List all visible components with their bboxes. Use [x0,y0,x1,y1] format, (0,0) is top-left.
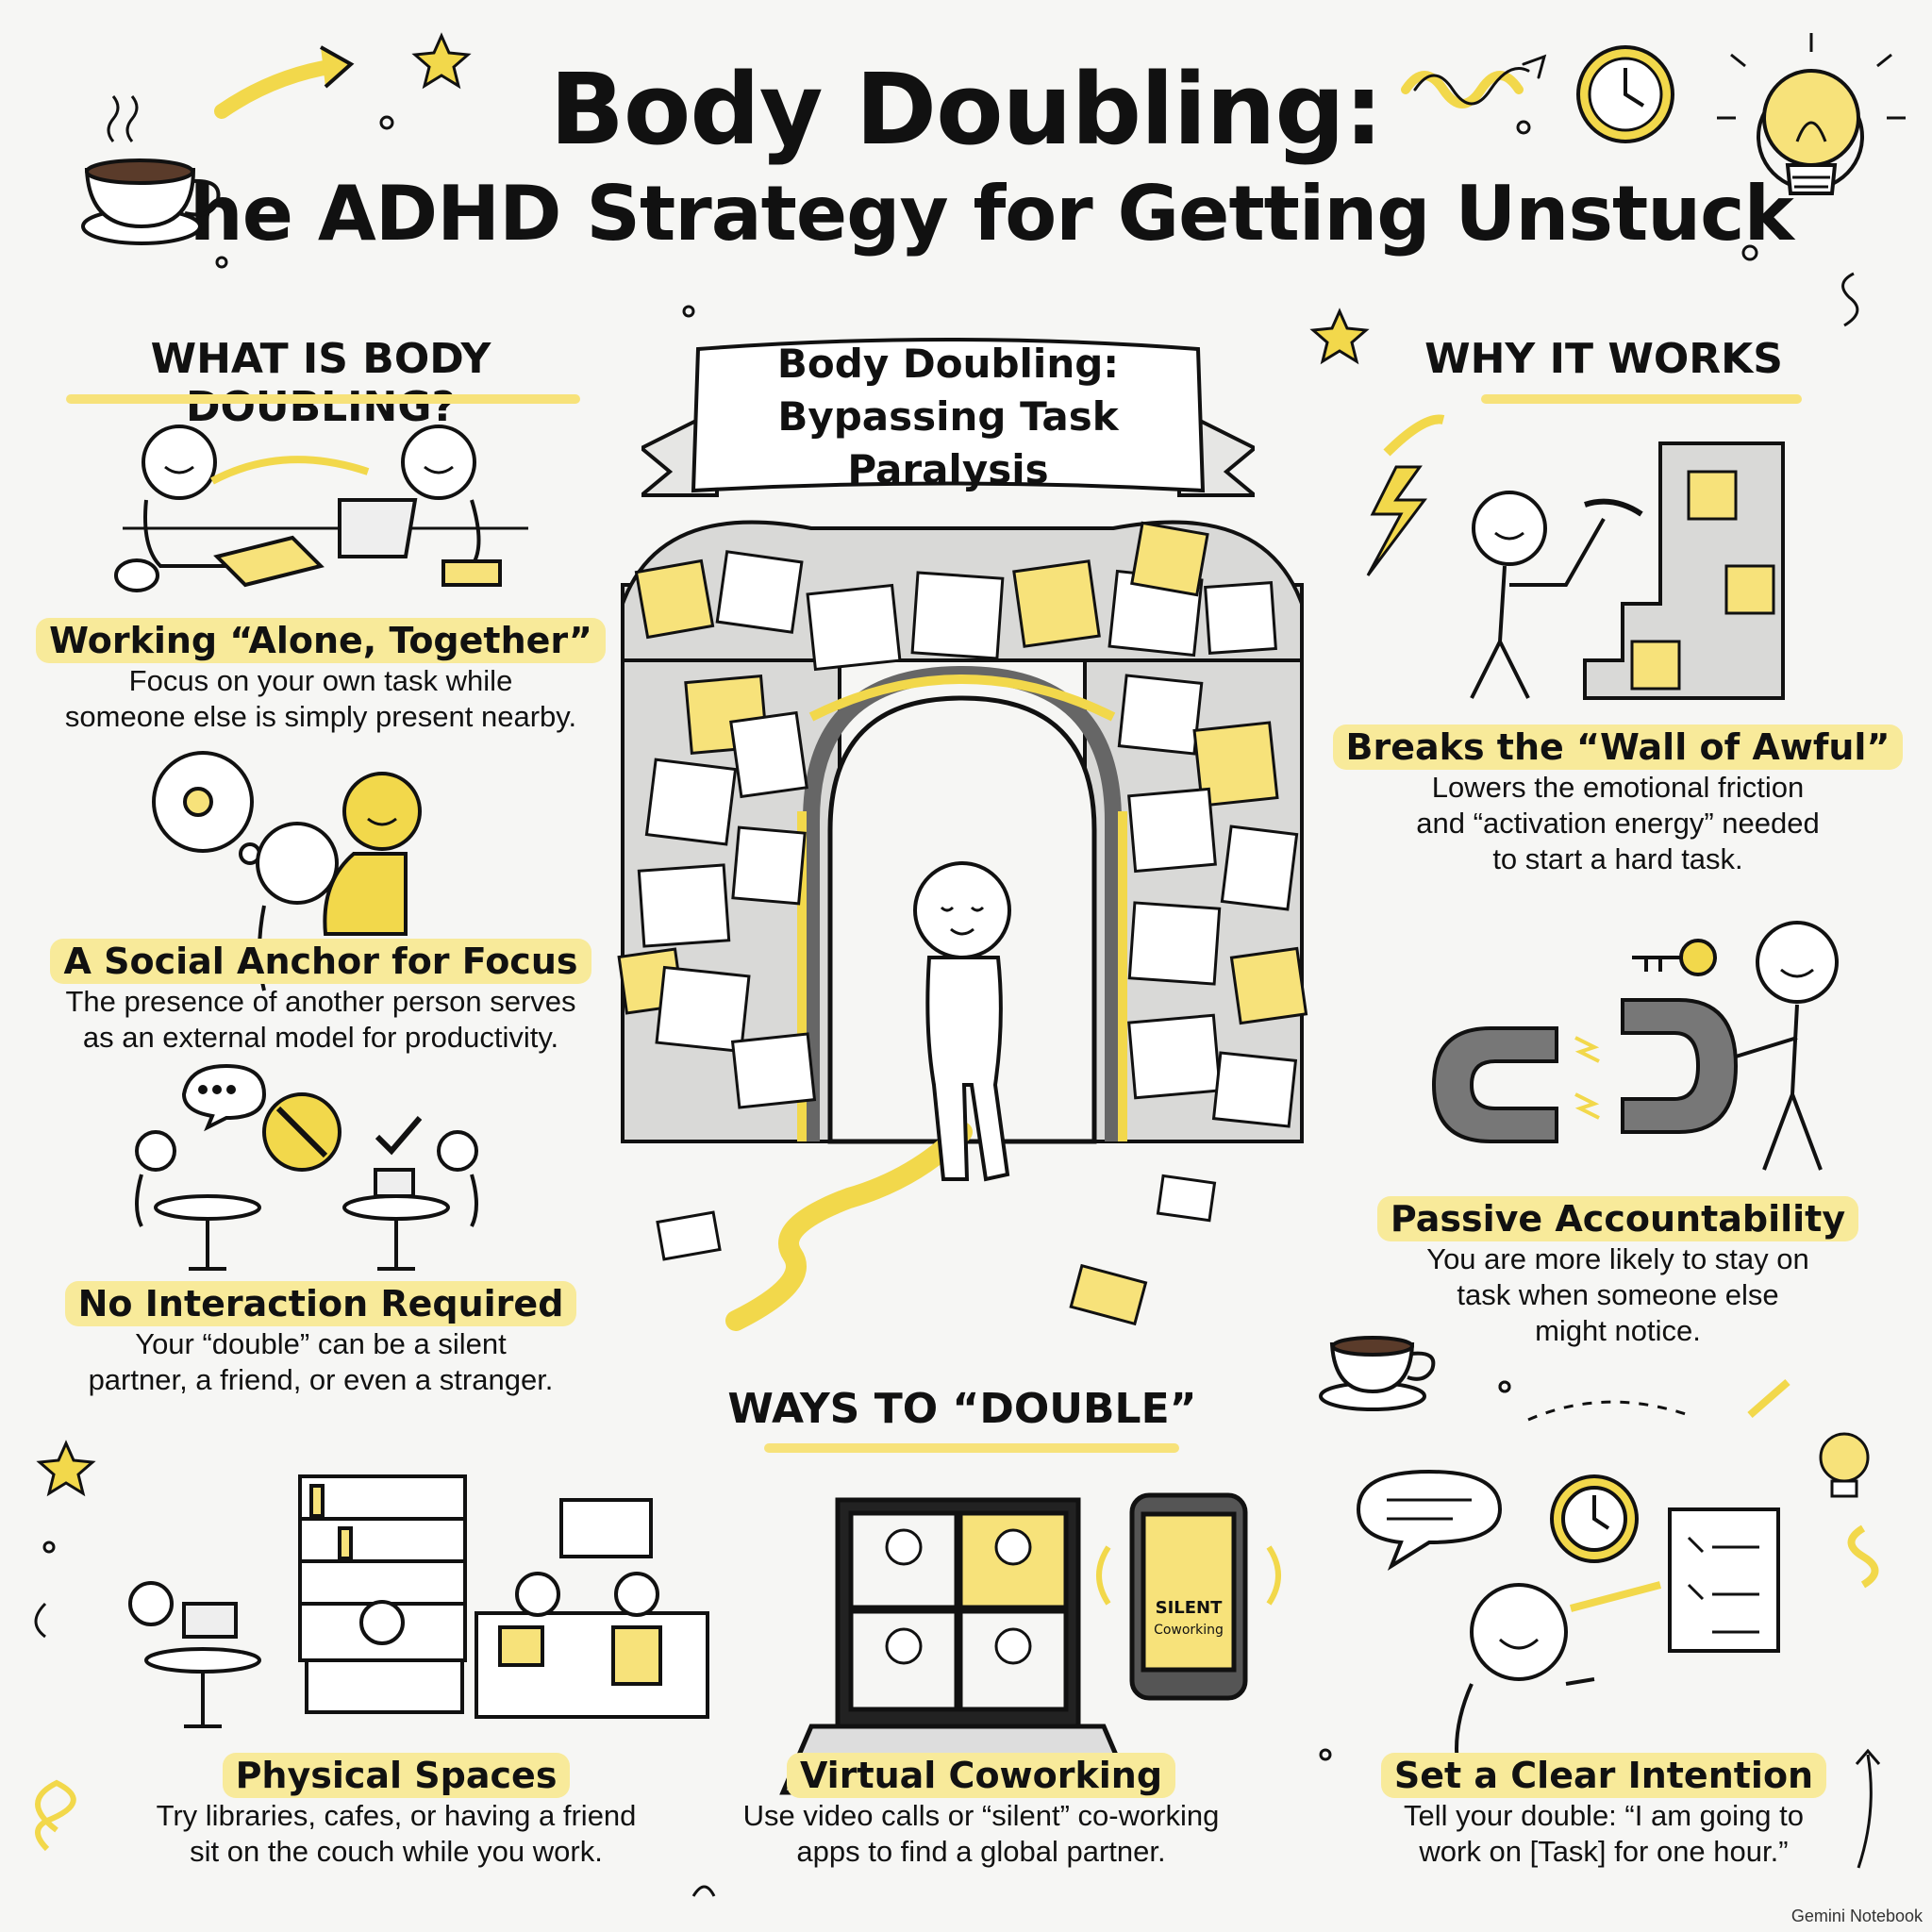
no-interaction-illustration [135,1063,478,1271]
wall-of-awful-illustration [1470,441,1785,700]
banner-text: Body Doubling: Bypassing Task Paralysis [698,338,1198,496]
coffee-cup-icon [1319,1336,1436,1411]
why-item-1-line-3: to start a hard task. [1492,842,1743,875]
what-item-1-line-1: Focus on your own task while [128,664,513,697]
ways-item-1-line-1: Try libraries, cafes, or having a friend [156,1799,637,1832]
ways-item-2-line-1: Use video calls or “silent” co-working [742,1799,1220,1832]
lightbulb-icon [1717,33,1906,195]
why-heading: WHY IT WORKS [1424,335,1783,383]
physical-spaces-illustration [128,1474,709,1728]
clock-icon [1576,45,1674,143]
ways-item-2: Virtual Coworking Use video calls or “si… [689,1753,1274,1870]
what-item-3-line-1: Your “double” can be a silent [135,1327,507,1360]
page-subtitle: The ADHD Strategy for Getting Unstuck [139,170,1794,258]
star-icon [36,1440,96,1497]
ways-heading-underline [764,1443,1179,1453]
ways-item-1-title: Physical Spaces [222,1753,571,1798]
what-item-3-line-2: partner, a friend, or even a stranger. [88,1363,554,1396]
why-item-1-line-1: Lowers the emotional friction [1431,771,1805,804]
ways-heading: WAYS TO “DOUBLE” [727,1385,1197,1433]
ways-item-2-line-2: apps to find a global partner. [796,1835,1166,1868]
paper-arch-illustration [617,520,1308,1331]
what-item-1-line-2: someone else is simply present nearby. [64,700,577,733]
person-figure [913,861,1011,1182]
why-item-2-line-1: You are more likely to stay on [1426,1242,1809,1275]
lightning-icon [1366,414,1445,576]
why-heading-underline [1481,394,1802,404]
phone-label-coworking: Coworking [1154,1623,1224,1638]
why-item-1-title: Breaks the “Wall of Awful” [1332,724,1904,770]
center-banner [641,338,1255,497]
phone-label-silent: SILENT [1156,1598,1223,1618]
what-heading: WHAT IS BODY DOUBLING? [150,335,491,431]
what-item-1-title: Working “Alone, Together” [36,618,606,663]
magnet-icon [1431,998,1739,1143]
why-item-1-line-2: and “activation energy” needed [1416,807,1820,840]
what-item-2: A Social Anchor for Focus The presence o… [19,939,623,1056]
why-item-1: Breaks the “Wall of Awful” Lowers the em… [1321,724,1915,877]
gemini-notebook-watermark: Gemini Notebook [1790,1907,1923,1925]
what-item-2-line-1: The presence of another person serves [65,985,576,1018]
ways-item-3: Set a Clear Intention Tell your double: … [1311,1753,1896,1870]
what-item-3-title: No Interaction Required [64,1281,577,1326]
lightbulb-icon [1819,1432,1870,1498]
ways-item-3-line-1: Tell your double: “I am going to [1404,1799,1804,1832]
ways-item-1-line-2: sit on the couch while you work. [190,1835,603,1868]
what-item-2-title: A Social Anchor for Focus [50,939,591,984]
banner-line-2: Bypassing Task Paralysis [777,393,1119,492]
what-item-2-line-2: as an external model for productivity. [82,1021,559,1054]
star-icon [411,32,472,90]
why-item-2: Passive Accountability You are more like… [1321,1196,1915,1349]
set-intention-illustration [1356,1469,1780,1765]
why-item-2-line-2: task when someone else [1457,1278,1779,1311]
phone-icon [1096,1492,1281,1701]
arrow-icon [1401,54,1547,108]
why-item-2-title: Passive Accountability [1376,1196,1859,1241]
star-icon [1309,308,1370,365]
what-heading-underline [66,394,580,404]
page-title: Body Doubling: [549,52,1384,167]
laptop-icon [779,1497,1136,1795]
person-figure [1735,921,1839,1171]
why-item-2-line-3: might notice. [1535,1314,1701,1347]
alone-together-illustration [114,425,528,592]
key-icon [1632,939,1717,976]
ways-item-3-title: Set a Clear Intention [1380,1753,1827,1798]
arrow-icon [214,45,355,119]
ways-item-3-line-2: work on [Task] for one hour.” [1419,1835,1789,1868]
what-item-1: Working “Alone, Together” Focus on your … [19,618,623,735]
what-item-3: No Interaction Required Your “double” ca… [19,1281,623,1398]
ways-item-1: Physical Spaces Try libraries, cafes, or… [85,1753,708,1870]
coffee-cup-icon [81,95,221,245]
ways-item-2-title: Virtual Coworking [786,1753,1176,1798]
banner-line-1: Body Doubling: [776,341,1120,387]
